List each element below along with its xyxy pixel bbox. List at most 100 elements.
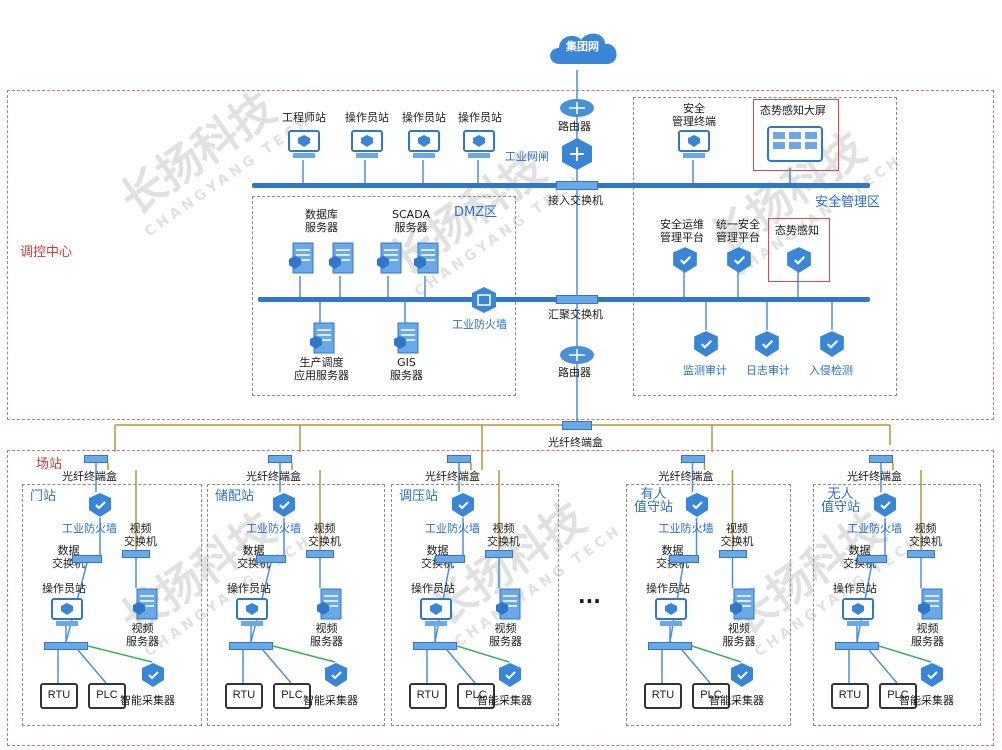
access-switch-icon — [835, 642, 879, 650]
workstation-label: 操作员站 — [402, 111, 446, 124]
collector-label: 智能采集器 — [120, 694, 175, 707]
prod-server-label: 生产调度 应用服务器 — [294, 356, 349, 382]
video-server-label: 视频 服务器 — [310, 622, 343, 648]
db-server-label: 数据库 服务器 — [305, 208, 338, 234]
router-icon — [560, 99, 594, 117]
data-switch-icon — [435, 555, 465, 563]
fiber-label: 光纤终端盒 — [246, 470, 301, 483]
firewall-icon — [685, 493, 708, 517]
operator-label: 操作员站 — [411, 582, 455, 595]
firewall-icon — [273, 493, 295, 517]
ellipsis: ... — [578, 584, 601, 608]
security-terminal-label: 安全 管理终端 — [672, 102, 716, 128]
agg-switch-label: 汇聚交换机 — [548, 308, 603, 321]
platform-icon — [727, 247, 751, 273]
workstation-label: 操作员站 — [458, 111, 502, 124]
workstation-icon — [463, 130, 495, 158]
collector-icon — [499, 663, 521, 687]
video-server-icon — [496, 588, 521, 620]
operator-label: 操作员站 — [42, 582, 86, 595]
video-switch-icon — [306, 550, 334, 558]
station-region — [22, 484, 202, 726]
intrusion-label: 入侵检测 — [809, 364, 853, 377]
operator-label: 操作员站 — [227, 582, 271, 595]
collector-label: 智能采集器 — [899, 694, 954, 707]
station-name: 有人 值守站 — [634, 487, 674, 515]
security-title: 安全管理区 — [815, 195, 881, 210]
fiber-box-icon — [869, 455, 893, 463]
access-switch-icon — [648, 642, 692, 650]
workstation-label: 工程师站 — [282, 111, 326, 124]
agg-switch-icon — [556, 295, 598, 304]
cloud-icon — [550, 33, 617, 64]
access-switch-icon — [44, 642, 88, 650]
firewall-label: 工业防火墙 — [658, 522, 714, 535]
fiber-box-label: 光纤终端盒 — [548, 436, 603, 449]
big-screen-label: 态势感知大屏 — [760, 104, 826, 117]
server-icon — [329, 242, 354, 274]
rtu-device: RTU — [409, 683, 447, 709]
ops-platform-label: 安全运维 管理平台 — [660, 218, 704, 244]
station-region — [391, 484, 559, 726]
workstation-icon — [408, 130, 440, 158]
rtu-device: RTU — [40, 683, 78, 709]
router-top-label: 路由器 — [558, 120, 591, 133]
collector-icon — [142, 663, 164, 687]
fiber-label: 光纤终端盒 — [62, 470, 117, 483]
video-switch-label: 视频 交换机 — [124, 522, 157, 548]
control-center-region — [7, 90, 994, 420]
video-server-icon — [317, 588, 342, 620]
audit-icon — [694, 331, 718, 357]
video-switch-label: 视频 交换机 — [308, 522, 341, 548]
fiber-label: 光纤终端盒 — [847, 470, 902, 483]
workstation-label: 操作员站 — [345, 111, 389, 124]
plc-device: PLC — [692, 683, 730, 709]
access-switch-icon — [556, 181, 598, 190]
firewall-label: 工业防火墙 — [452, 318, 507, 331]
operator-icon — [51, 598, 83, 626]
router-bottom-label: 路由器 — [558, 366, 591, 379]
workstation-icon — [288, 130, 320, 158]
station-region — [813, 484, 981, 726]
station-name: 调压站 — [399, 489, 439, 504]
firewall-icon — [452, 493, 474, 517]
firewall-label: 工业防火墙 — [425, 522, 480, 535]
firewall-icon — [874, 493, 896, 517]
video-server-label: 视频 服务器 — [722, 622, 756, 648]
router-icon — [560, 346, 594, 364]
fiber-box-icon — [268, 455, 292, 463]
access-switch-icon — [413, 642, 457, 650]
plc-device: PLC — [457, 683, 495, 709]
operator-label: 操作员站 — [646, 582, 690, 595]
video-switch-label: 视频 交换机 — [909, 522, 942, 548]
collector-icon — [325, 663, 347, 687]
fiber-label: 光纤终端盒 — [658, 470, 714, 483]
big-screen-frame — [753, 99, 839, 171]
control-center-title: 调控中心 — [20, 245, 73, 260]
workstation-icon — [678, 130, 710, 158]
operator-label: 操作员站 — [833, 582, 877, 595]
access-switch-label: 接入交换机 — [548, 194, 603, 207]
field-region — [7, 450, 994, 746]
unified-platform-label: 统一安全 管理平台 — [716, 218, 760, 244]
data-switch-icon — [668, 555, 699, 563]
big-screen-icon — [767, 126, 823, 162]
firewall-icon — [472, 287, 496, 313]
collector-icon — [921, 663, 943, 687]
video-switch-icon — [718, 550, 747, 558]
situation-label: 态势感知 — [775, 224, 819, 237]
server-icon — [414, 242, 439, 274]
data-switch-icon — [72, 555, 102, 563]
security-region — [633, 97, 897, 396]
audit-icon — [755, 331, 779, 357]
monitor-audit-label: 监测审计 — [683, 364, 727, 377]
firewall-icon — [89, 493, 111, 517]
collector-label: 智能采集器 — [303, 694, 358, 707]
firewall-label: 工业防火墙 — [62, 522, 117, 535]
operator-icon — [420, 598, 452, 626]
video-switch-label: 视频 交换机 — [720, 522, 754, 548]
fiber-box-icon — [562, 421, 592, 430]
data-switch-icon — [256, 555, 286, 563]
server-icon — [377, 242, 402, 274]
